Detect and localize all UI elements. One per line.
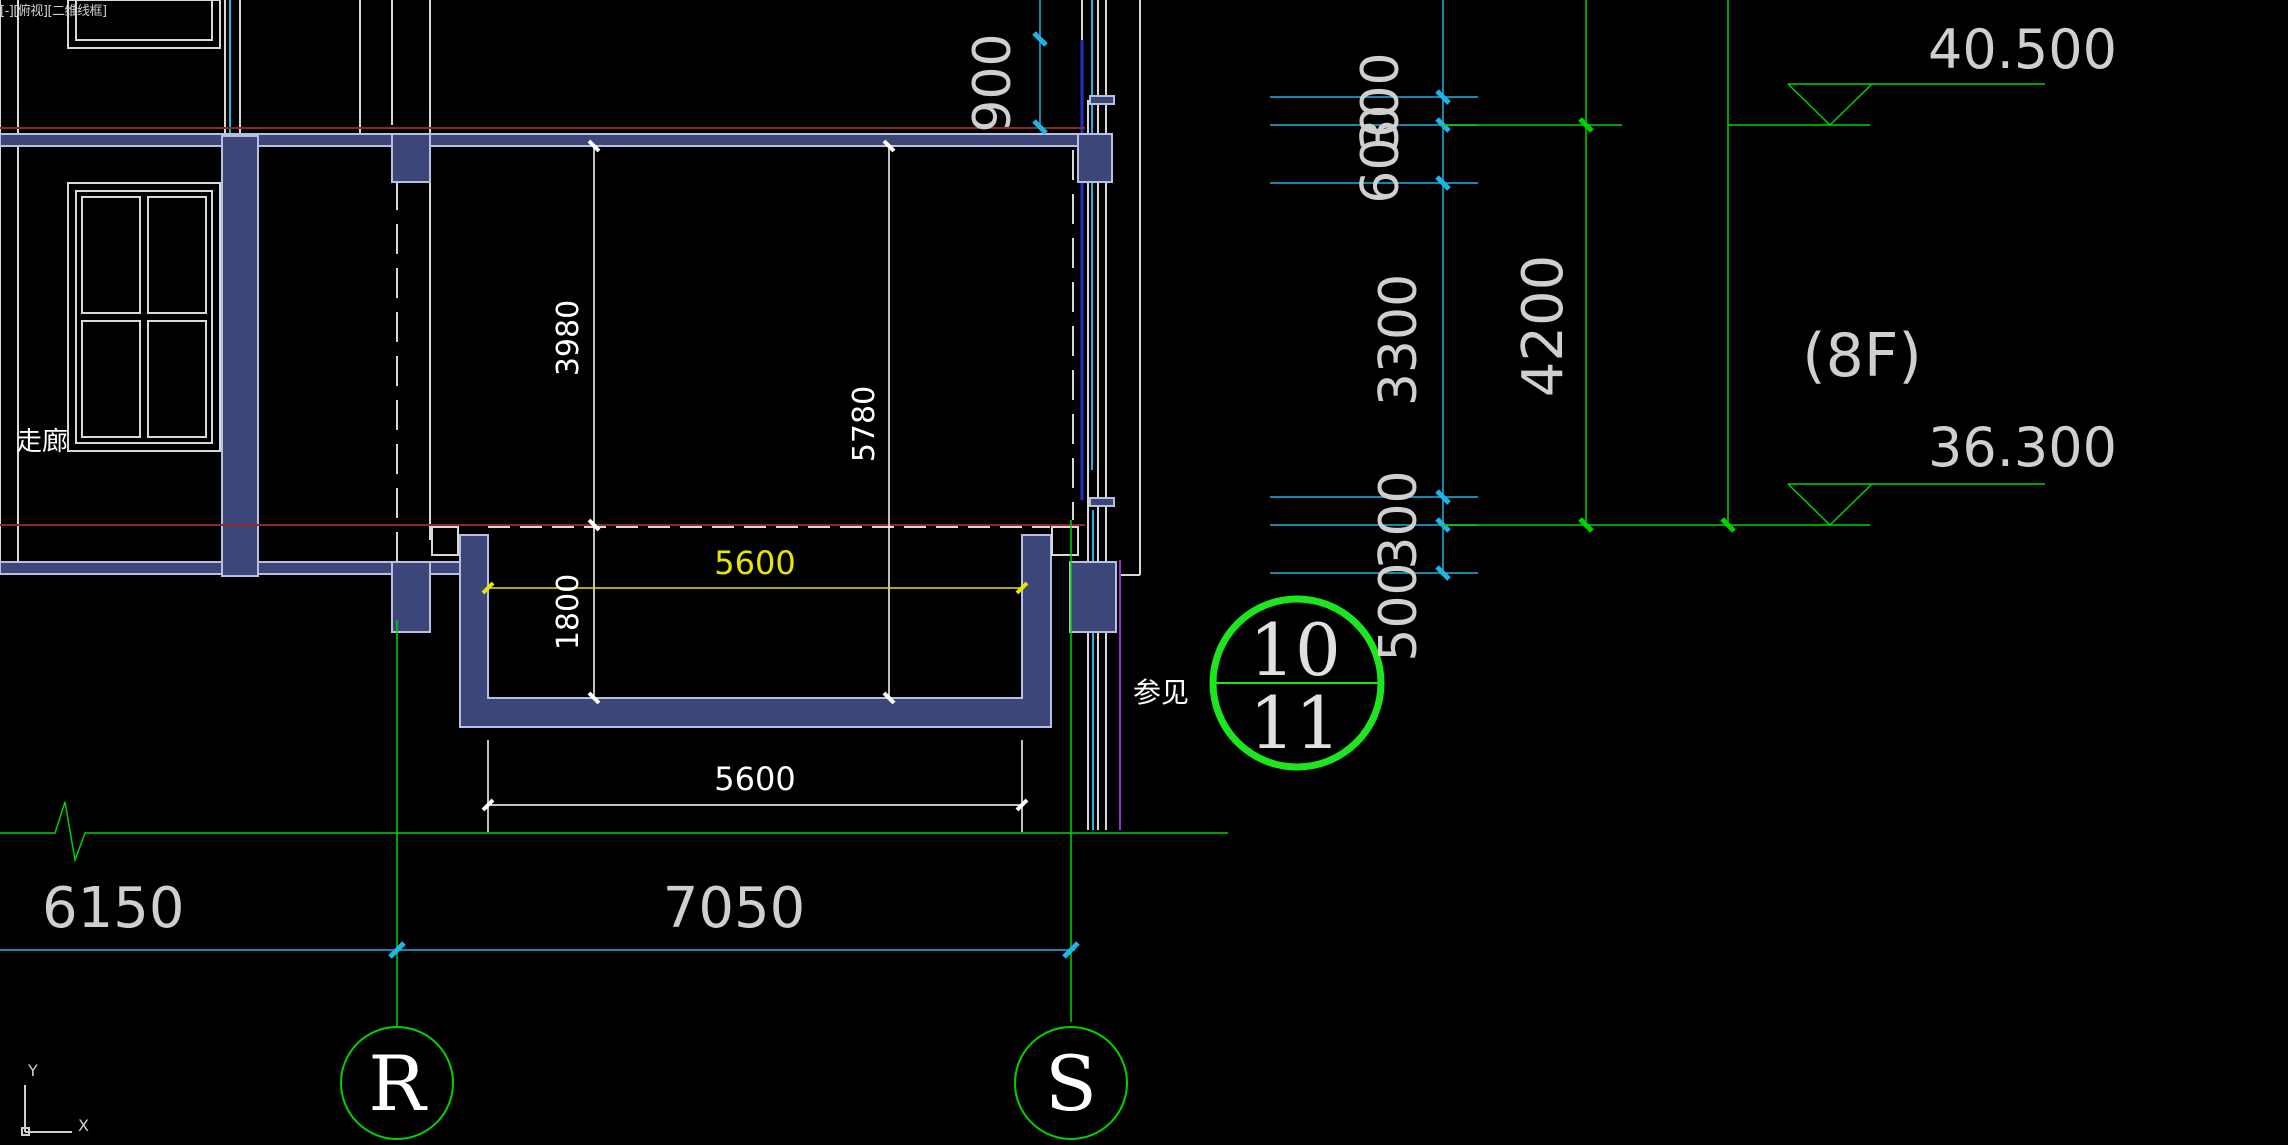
dim-left-lower-text: 1800	[551, 574, 586, 650]
section-grid-ticks	[1578, 117, 1736, 533]
elevation-upper-text: 40.500	[1928, 18, 2117, 81]
ucs-y-label: Y	[27, 1061, 38, 1080]
floor-label-text: (8F)	[1802, 321, 1922, 391]
axis-bubble-s: S	[1014, 1026, 1128, 1140]
stack-segment-3: 3300	[1369, 274, 1429, 406]
dim-bay-main-text: 7050	[663, 876, 806, 941]
yellow-dim-ticks	[481, 581, 1029, 595]
detail-callout-top: 10	[1249, 608, 1341, 692]
ucs-icon	[21, 1085, 72, 1136]
axis-label-s: S	[1045, 1039, 1097, 1128]
window-lower	[67, 182, 221, 452]
bay-dim-line	[0, 941, 1080, 959]
axis-bubble-r: R	[340, 1026, 454, 1140]
window-upper	[67, 0, 221, 49]
axis-label-r: R	[368, 1039, 428, 1128]
beams	[0, 95, 1117, 633]
grid-axis-lines	[0, 520, 1228, 1028]
room-label: 走廊	[16, 427, 68, 457]
slab-end-right	[1051, 526, 1079, 556]
dimension-ticks	[481, 139, 1029, 812]
dim-bay-left-text: 6150	[42, 876, 185, 941]
section-dim-top-text: 900	[963, 33, 1023, 132]
ucs-x-label: X	[78, 1116, 89, 1135]
dim-slab-outer-text: 5600	[714, 760, 795, 798]
elevation-lower-text: 36.300	[1928, 416, 2117, 479]
note-text: 参见	[1133, 676, 1189, 709]
stack-segment-5: 500	[1369, 562, 1429, 661]
elevation-markers	[1787, 83, 2045, 527]
detail-callout-bottom: 11	[1249, 681, 1341, 765]
dim-slab-inner-text: 5600	[714, 544, 795, 582]
slab-end-left	[431, 526, 459, 556]
section-grid-lines	[1443, 0, 1870, 527]
detail-callout[interactable]: 10 11	[1209, 595, 1385, 771]
dim-left-upper-text: 3980	[551, 300, 586, 376]
stack-segment-1: 300	[1351, 52, 1411, 151]
stack-segment-2: 600	[1351, 104, 1411, 203]
dim-right-text: 5780	[847, 386, 882, 462]
story-height-text: 4200	[1511, 255, 1576, 398]
wall-dashes	[396, 150, 1074, 620]
viewport-label[interactable]: [-][俯视][二维线框]	[0, 4, 107, 19]
stack-segment-4: 300	[1369, 470, 1429, 569]
dimension-lines	[487, 146, 1023, 832]
